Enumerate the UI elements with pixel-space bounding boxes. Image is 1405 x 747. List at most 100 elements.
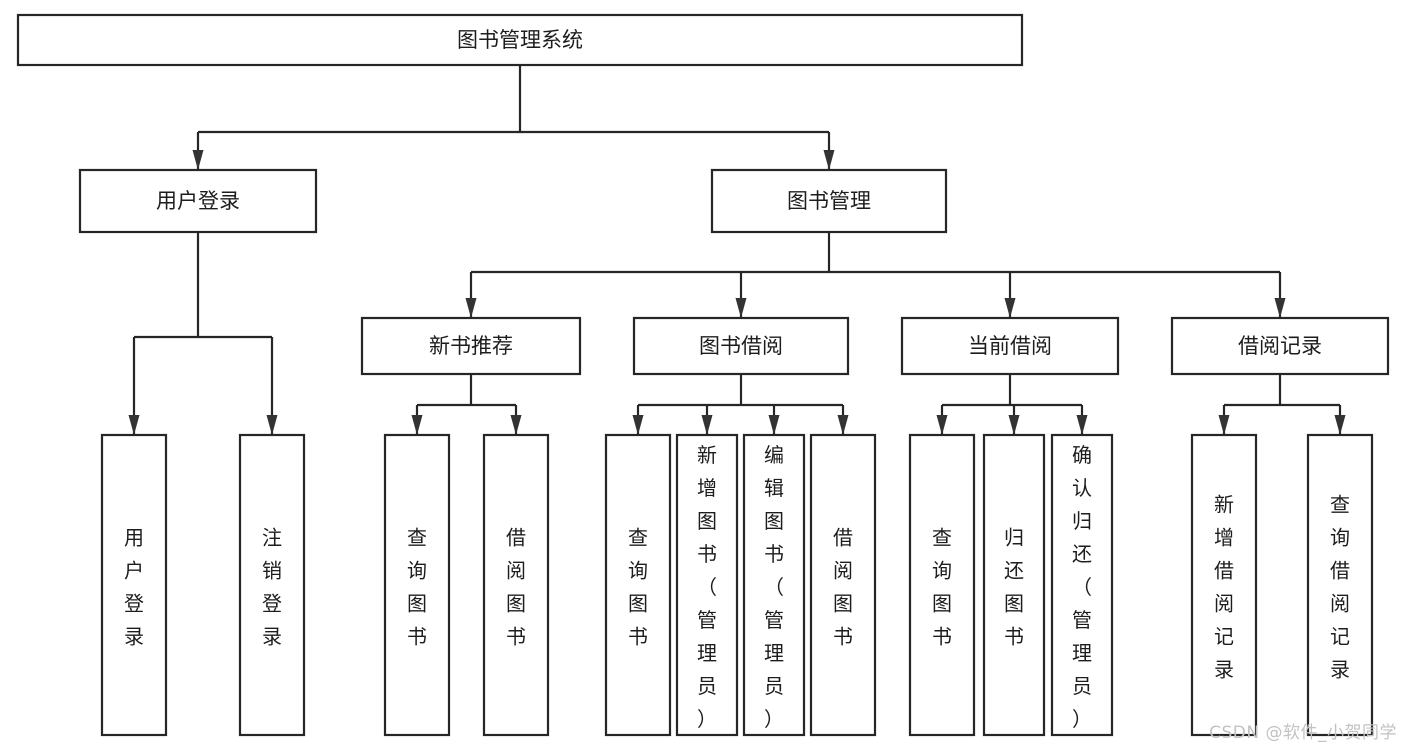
node-label-leaf-return-book-char-2: 图 [1004,592,1024,616]
node-box-leaf-query-book-recommend [383,433,451,737]
node-label-leaf-confirm-return-admin-char-2: 归 [1072,509,1092,533]
arrow-head-book-manage-2 [1004,298,1016,318]
node-root[interactable]: 图书管理系统 [16,13,1024,67]
node-box-leaf-borrow-book [809,433,877,737]
node-box-borrow-record [1170,316,1390,376]
node-label-leaf-borrow-book-recommend-char-1: 阅 [506,559,526,583]
csdn-watermark: CSDN @软件_小贺同学 [1209,723,1397,743]
node-new-book-recommend[interactable]: 新书推荐 [360,316,582,376]
node-label-leaf-edit-book-admin-char-1: 辑 [764,476,784,500]
node-user-login[interactable]: 用户登录 [78,168,318,234]
node-label-leaf-query-book-borrow-char-1: 询 [628,559,648,583]
node-label-leaf-query-borrow-record-char-4: 记 [1330,625,1350,649]
node-label-leaf-borrow-book-recommend-char-3: 书 [506,625,526,649]
arrow-head-book-manage-3 [1274,298,1286,318]
node-label-leaf-user-login-char-2: 登 [124,592,144,616]
arrow-head-user-login-1 [266,415,278,435]
node-book-borrow[interactable]: 图书借阅 [632,316,850,376]
arrow-head-current-borrow-0 [936,415,948,435]
node-label-leaf-return-book-char-3: 书 [1004,625,1024,649]
arrow-head-user-login-0 [128,415,140,435]
node-label-leaf-confirm-return-admin-char-1: 认 [1072,476,1092,500]
node-box-leaf-query-book-current [908,433,976,737]
node-label-leaf-user-login-char-1: 户 [124,559,144,583]
node-label-borrow-record: 借阅记录 [1238,334,1322,358]
node-label-leaf-add-book-admin-char-3: 书 [697,542,717,566]
node-label-leaf-add-book-admin-char-8: ） [697,707,717,731]
node-label-book-manage: 图书管理 [787,189,871,213]
node-label-leaf-query-book-borrow-char-0: 查 [628,526,648,550]
node-leaf-user-login[interactable]: 用户登录 [100,433,168,737]
node-label-leaf-confirm-return-admin-char-8: ） [1072,707,1092,731]
node-label-leaf-logout-login-char-1: 销 [262,559,282,583]
node-label-leaf-query-book-borrow-char-3: 书 [628,625,648,649]
node-box-leaf-return-book [982,433,1046,737]
node-label-leaf-logout-login-char-3: 录 [262,625,282,649]
arrow-head-root-1 [823,150,835,170]
node-current-borrow[interactable]: 当前借阅 [900,316,1120,376]
node-label-leaf-edit-book-admin-char-6: 理 [764,641,784,665]
node-box-leaf-logout-login [238,433,306,737]
node-label-leaf-add-book-admin-char-1: 增 [697,476,717,500]
node-label-leaf-borrow-book-char-3: 书 [833,625,853,649]
node-label-leaf-confirm-return-admin-char-4: （ [1072,575,1092,599]
node-box-leaf-add-borrow-record [1190,433,1258,737]
node-label-leaf-add-borrow-record-char-5: 录 [1214,658,1234,682]
arrow-head-book-borrow-0 [632,415,644,435]
node-box-current-borrow [900,316,1120,376]
node-book-manage[interactable]: 图书管理 [710,168,948,234]
node-box-leaf-edit-book-admin [742,433,806,737]
node-label-leaf-borrow-book-char-1: 阅 [833,559,853,583]
node-box-leaf-add-book-admin [675,433,739,737]
node-box-leaf-user-login [100,433,168,737]
node-label-leaf-edit-book-admin-char-8: ） [764,707,784,731]
node-box-new-book-recommend [360,316,582,376]
arrow-head-book-borrow-1 [701,415,713,435]
node-box-root [16,13,1024,67]
node-label-leaf-query-book-borrow-char-2: 图 [628,592,648,616]
arrow-head-book-borrow-2 [768,415,780,435]
arrow-head-book-borrow-3 [837,415,849,435]
node-label-user-login: 用户登录 [156,189,240,213]
node-label-leaf-user-login-char-3: 录 [124,625,144,649]
node-borrow-record[interactable]: 借阅记录 [1170,316,1390,376]
node-label-leaf-query-book-current-char-1: 询 [932,559,952,583]
arrow-head-new-book-recommend-1 [510,415,522,435]
node-label-leaf-add-book-admin-char-0: 新 [697,443,717,467]
node-box-leaf-borrow-book-recommend [482,433,550,737]
node-label-leaf-add-book-admin-char-7: 员 [697,674,717,698]
node-box-leaf-query-book-borrow [604,433,672,737]
connectors-layer [128,65,1346,435]
node-label-leaf-borrow-book-recommend-char-0: 借 [506,526,526,550]
node-label-leaf-logout-login-char-2: 登 [262,592,282,616]
node-label-leaf-confirm-return-admin-char-3: 还 [1072,542,1092,566]
node-label-leaf-logout-login-char-0: 注 [262,526,282,550]
node-label-leaf-add-book-admin-char-2: 图 [697,509,717,533]
node-label-leaf-edit-book-admin-char-5: 管 [764,608,784,632]
node-box-book-manage [710,168,948,234]
node-label-leaf-borrow-book-recommend-char-2: 图 [506,592,526,616]
node-label-leaf-edit-book-admin-char-2: 图 [764,509,784,533]
arrow-head-book-manage-1 [735,298,747,318]
node-label-leaf-edit-book-admin-char-7: 员 [764,674,784,698]
arrow-head-new-book-recommend-0 [411,415,423,435]
node-label-leaf-add-book-admin-char-6: 理 [697,641,717,665]
node-label-root: 图书管理系统 [457,28,583,52]
node-label-leaf-add-borrow-record-char-3: 阅 [1214,592,1234,616]
node-label-leaf-confirm-return-admin-char-5: 管 [1072,608,1092,632]
node-label-leaf-query-book-recommend-char-0: 查 [407,526,427,550]
arrow-head-book-manage-0 [465,298,477,318]
